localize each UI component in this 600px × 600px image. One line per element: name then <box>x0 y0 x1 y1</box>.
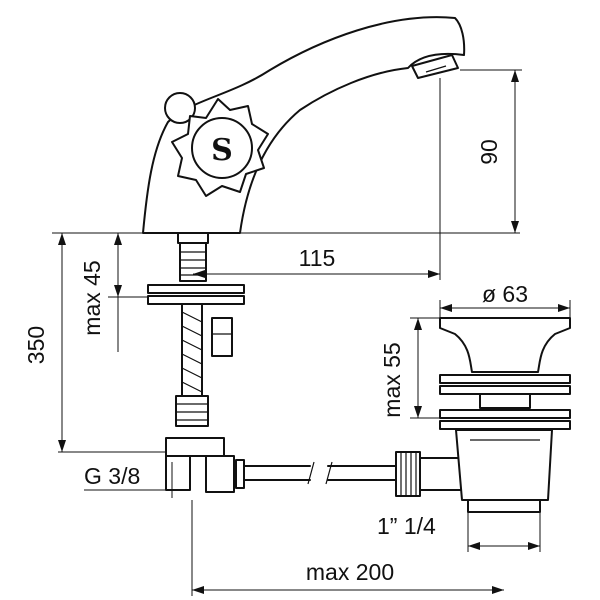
dim-label-350: 350 <box>23 326 49 364</box>
drain-rod <box>243 451 467 497</box>
dim-label-115: 115 <box>299 245 336 271</box>
dim-label-inlet-thread: G 3/8 <box>84 463 140 489</box>
pop-up-drain <box>439 317 571 513</box>
dimension-labels: 90 115 max 45 350 ø 63 max 55 G 3/8 1” 1… <box>23 139 528 585</box>
dimension-lines <box>52 69 571 596</box>
dim-label-max-55: max 55 <box>379 342 405 417</box>
dim-label-max-45: max 45 <box>79 260 105 335</box>
under-deck-assembly <box>147 232 245 493</box>
dim-label-drain-diameter: ø 63 <box>482 281 528 307</box>
handle-logo: S <box>211 133 233 168</box>
dim-label-90: 90 <box>476 139 502 165</box>
handle: S <box>164 92 269 197</box>
dim-label-drain-thread: 1” 1/4 <box>377 513 436 539</box>
dim-label-max-200: max 200 <box>306 559 394 585</box>
